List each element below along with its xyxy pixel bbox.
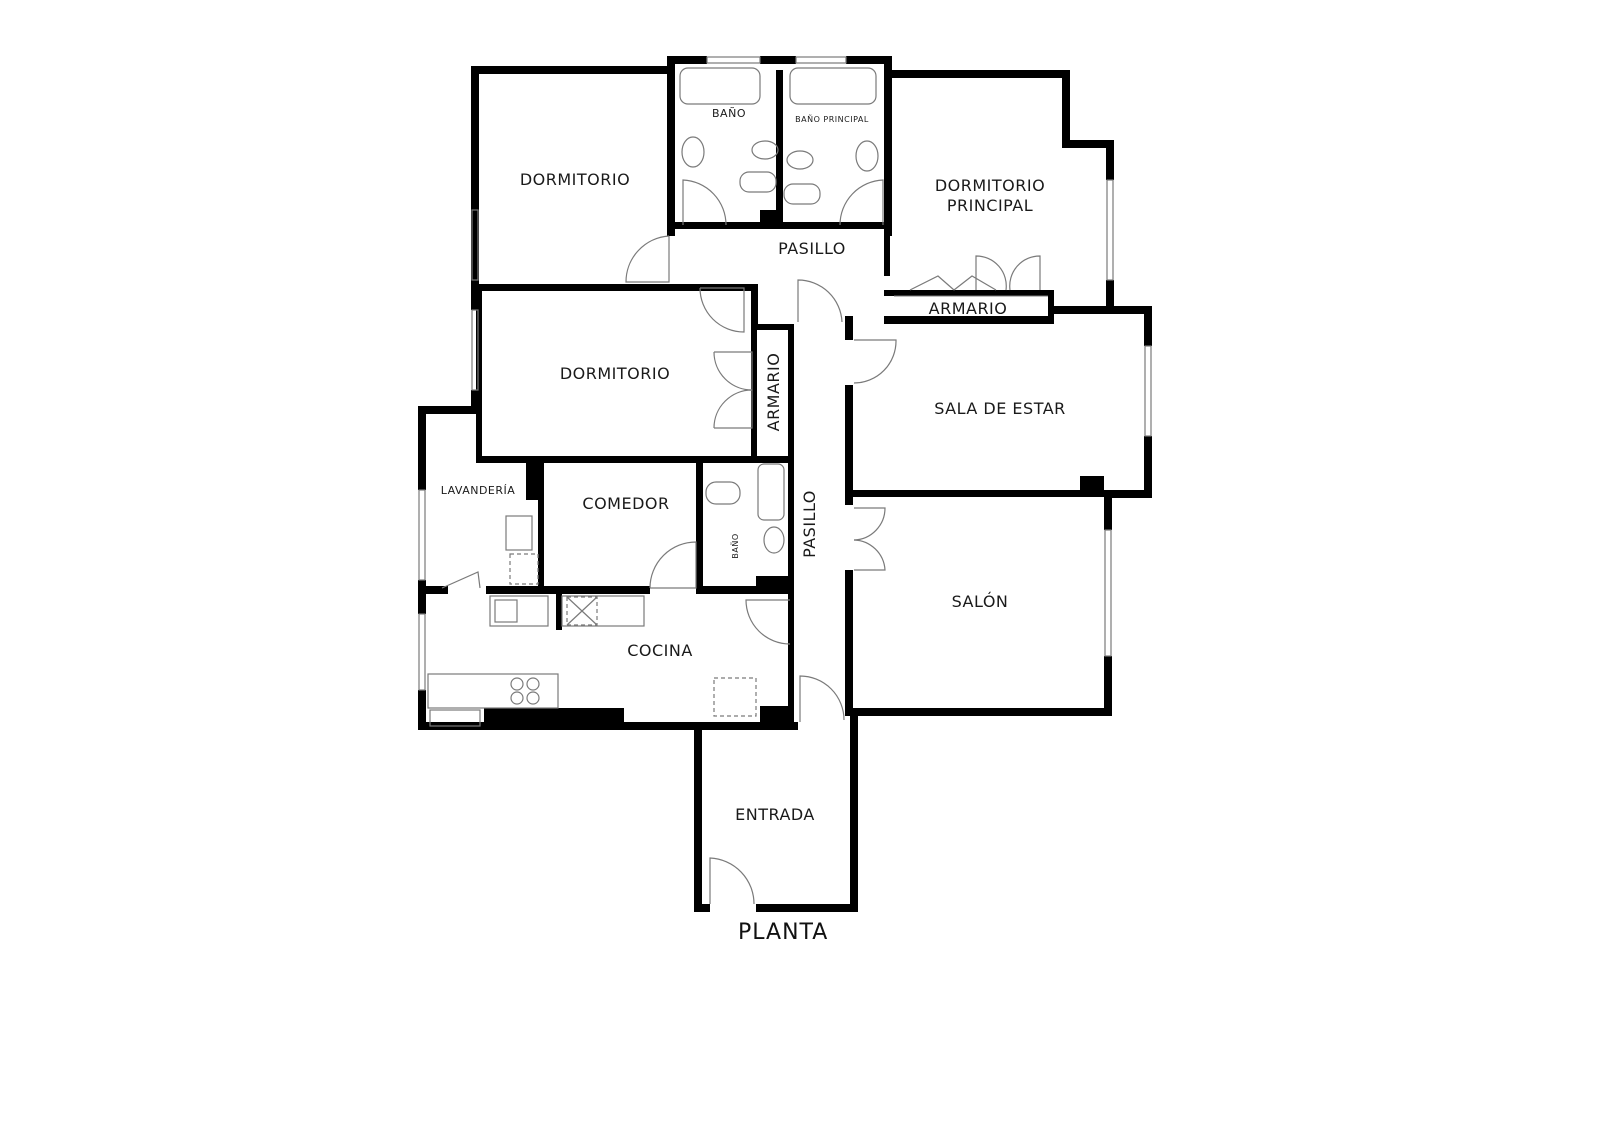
room-label-pasillo-2: PASILLO	[800, 490, 819, 558]
room-label-armario-2: ARMARIO	[764, 352, 783, 432]
room-label-entrada: ENTRADA	[735, 805, 815, 824]
room-label-comedor: COMEDOR	[582, 494, 670, 513]
room-label-bano-2: BAÑO	[731, 533, 740, 559]
walls	[418, 56, 1152, 912]
room-label-armario-1: ARMARIO	[928, 299, 1008, 318]
room-label-dormitorio-principal-line1: DORMITORIO	[934, 176, 1046, 195]
room-label-bano-1: BAÑO	[712, 107, 746, 120]
fixtures	[418, 56, 1152, 905]
room-label-dormitorio-principal-line2: PRINCIPAL	[946, 196, 1034, 215]
room-label-dormitorio-2: DORMITORIO	[559, 364, 671, 383]
room-label-lavanderia: LAVANDERÍA	[440, 484, 516, 497]
room-label-dormitorio-1: DORMITORIO	[519, 170, 631, 189]
room-label-bano-principal: BAÑO PRINCIPAL	[795, 115, 869, 124]
room-label-pasillo-1: PASILLO	[778, 239, 846, 258]
room-label-salon: SALÓN	[951, 592, 1009, 611]
room-label-sala-de-estar: SALA DE ESTAR	[934, 399, 1066, 418]
plan-title: PLANTA	[738, 920, 829, 945]
room-label-cocina: COCINA	[627, 641, 693, 660]
